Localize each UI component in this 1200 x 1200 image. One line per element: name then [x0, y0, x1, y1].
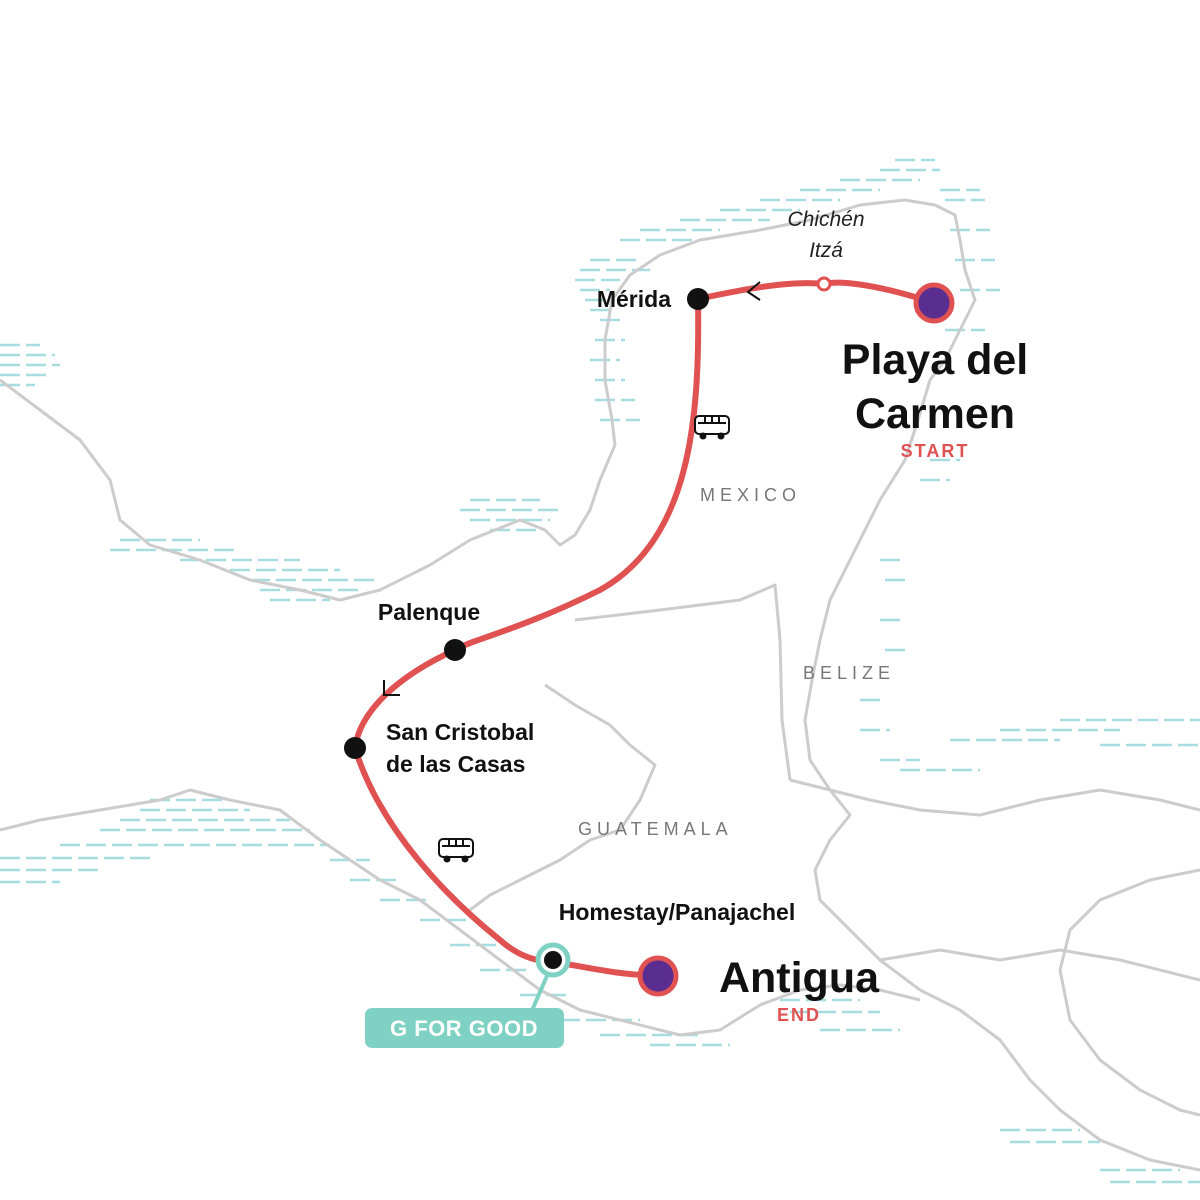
start-marker[interactable] [913, 282, 955, 324]
g-for-good-label: G FOR GOOD [390, 1016, 538, 1041]
stop-label-palenque: Palenque [378, 599, 480, 625]
country-label-belize: BELIZE [803, 663, 895, 683]
stop-marker-palenque[interactable] [444, 639, 466, 661]
bus-icon [438, 838, 474, 863]
country-borders [0, 198, 1200, 1172]
direction-arrow-icon [746, 281, 761, 301]
direction-arrow-icon [383, 680, 400, 696]
excursion-label-line1: Chichén [787, 208, 864, 231]
g-for-good-badge[interactable]: G FOR GOOD [365, 1008, 564, 1048]
stop-label-merida: Mérida [597, 286, 671, 312]
excursion-label-line2: Itzá [809, 239, 843, 262]
stop-marker-san-cristobal[interactable] [344, 737, 366, 759]
end-marker[interactable] [637, 955, 679, 997]
stop-marker-homestay-dot [544, 951, 562, 969]
excursion-marker-chichen-itza[interactable] [816, 276, 832, 292]
start-tag: START [901, 441, 970, 461]
stop-label-san-cristobal-line2: de las Casas [386, 751, 525, 777]
stop-label-san-cristobal-line1: San Cristobal [386, 719, 534, 745]
country-label-guatemala: GUATEMALA [578, 819, 733, 839]
water-hatching [0, 158, 1200, 1184]
start-label-line2: Carmen [855, 390, 1015, 438]
route-line [351, 279, 937, 979]
start-label-line1: Playa del [842, 336, 1028, 384]
end-tag: END [777, 1005, 821, 1025]
end-label: Antigua [719, 954, 880, 1002]
stop-marker-merida[interactable] [687, 288, 709, 310]
stop-label-homestay: Homestay/Panajachel [559, 899, 796, 925]
bus-icon [694, 415, 730, 440]
country-label-mexico: MEXICO [700, 485, 801, 505]
